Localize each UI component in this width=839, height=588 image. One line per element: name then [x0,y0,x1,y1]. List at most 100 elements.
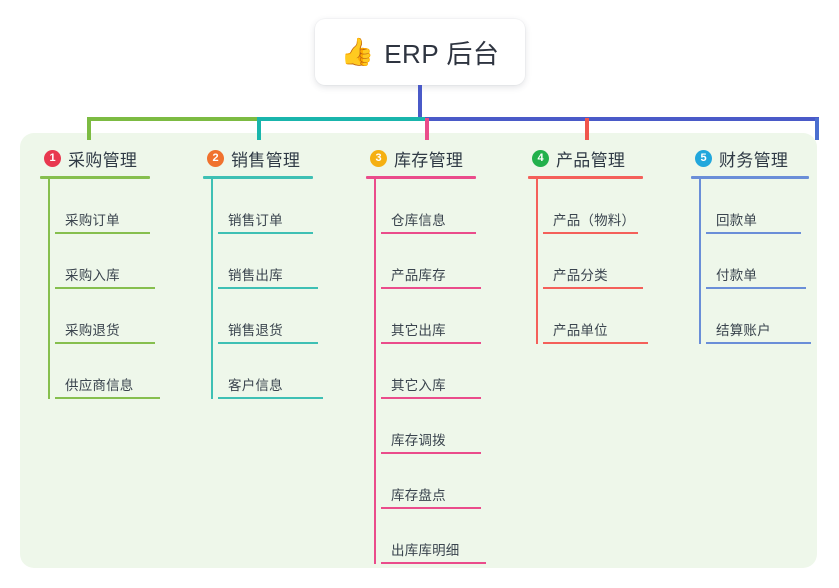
branch-items-3: 仓库信息产品库存其它出库其它入库库存调拨库存盘点出库库明细 [366,179,531,564]
leaf-node[interactable]: 出库库明细 [381,509,531,564]
leaf-underline [55,232,150,234]
branch-stub-3 [425,118,429,140]
leaf-label: 库存调拨 [391,433,446,448]
branch-number-badge: 1 [44,149,61,167]
branch-spine [374,179,376,564]
branch-column-1: 1 采购管理采购订单采购入库采购退货供应商信息 [40,146,205,399]
leaf-underline [706,287,806,289]
diagram-background-panel [20,133,817,568]
leaf-underline [218,397,323,399]
leaf-label: 其它出库 [391,323,446,338]
branch-number-badge: 3 [370,149,387,167]
leaf-node[interactable]: 供应商信息 [55,344,205,399]
branch-stub-4 [585,118,589,140]
branch-spine [211,179,213,399]
branch-number-badge: 4 [532,149,549,167]
leaf-underline [218,287,318,289]
leaf-underline [55,342,155,344]
leaf-node[interactable]: 回款单 [706,179,839,234]
leaf-underline [381,452,481,454]
leaf-label: 销售订单 [228,213,283,228]
thumbs-up-icon: 👍 [340,36,375,67]
leaf-underline [381,507,481,509]
branch-column-3: 3 库存管理仓库信息产品库存其它出库其它入库库存调拨库存盘点出库库明细 [366,146,531,564]
branch-bar-segment-green [87,117,259,121]
branch-header-3[interactable]: 3 库存管理 [366,146,531,170]
leaf-node[interactable]: 仓库信息 [381,179,531,234]
branch-items-5: 回款单付款单结算账户 [691,179,839,344]
leaf-label: 销售出库 [228,268,283,283]
leaf-node[interactable]: 产品库存 [381,234,531,289]
root-node-title: ERP 后台 [384,38,500,69]
leaf-underline [543,287,643,289]
leaf-node[interactable]: 库存调拨 [381,399,531,454]
branch-header-underline [528,176,643,179]
leaf-label: 采购入库 [65,268,120,283]
leaf-node[interactable]: 产品分类 [543,234,693,289]
leaf-underline [218,232,313,234]
branch-spine [536,179,538,344]
branch-bar-segment-blue [425,117,819,121]
leaf-node[interactable]: 结算账户 [706,289,839,344]
leaf-label: 产品单位 [553,323,608,338]
branch-header-2[interactable]: 2 销售管理 [203,146,368,170]
branch-column-2: 2 销售管理销售订单销售出库销售退货客户信息 [203,146,368,399]
branch-header-underline [366,176,476,179]
branch-title: 采购管理 [68,150,138,170]
branch-bar-segment-teal [257,117,427,121]
leaf-node[interactable]: 销售订单 [218,179,368,234]
leaf-label: 回款单 [716,213,758,228]
leaf-label: 产品分类 [553,268,608,283]
branch-spine [699,179,701,344]
leaf-node[interactable]: 其它入库 [381,344,531,399]
leaf-underline [55,397,160,399]
leaf-label: 其它入库 [391,378,446,393]
leaf-node[interactable]: 销售退货 [218,289,368,344]
branch-header-5[interactable]: 5 财务管理 [691,146,839,170]
branch-title: 销售管理 [231,150,301,170]
branch-header-1[interactable]: 1 采购管理 [40,146,205,170]
leaf-node[interactable]: 其它出库 [381,289,531,344]
branch-items-1: 采购订单采购入库采购退货供应商信息 [40,179,205,399]
leaf-node[interactable]: 库存盘点 [381,454,531,509]
leaf-node[interactable]: 产品单位 [543,289,693,344]
leaf-underline [543,232,638,234]
root-node-card[interactable]: 👍 ERP 后台 [315,19,525,85]
leaf-label: 付款单 [716,268,758,283]
branch-items-2: 销售订单销售出库销售退货客户信息 [203,179,368,399]
branch-stub-2 [257,118,261,140]
branch-title: 财务管理 [719,150,789,170]
branch-spine [48,179,50,399]
leaf-underline [381,397,481,399]
leaf-underline [381,562,486,564]
leaf-node[interactable]: 付款单 [706,234,839,289]
leaf-label: 采购退货 [65,323,120,338]
leaf-label: 产品（物料） [553,213,636,228]
leaf-node[interactable]: 客户信息 [218,344,368,399]
branch-column-5: 5 财务管理回款单付款单结算账户 [691,146,839,344]
branch-stub-1 [87,118,91,140]
leaf-underline [381,342,481,344]
branch-number-badge: 5 [695,149,712,167]
leaf-node[interactable]: 销售出库 [218,234,368,289]
leaf-underline [381,232,476,234]
leaf-underline [706,342,811,344]
branch-header-underline [203,176,313,179]
leaf-node[interactable]: 采购入库 [55,234,205,289]
leaf-label: 采购订单 [65,213,120,228]
branch-header-4[interactable]: 4 产品管理 [528,146,693,170]
branch-items-4: 产品（物料） 产品分类产品单位 [528,179,693,344]
leaf-label: 销售退货 [228,323,283,338]
branch-title: 产品管理 [556,150,626,170]
leaf-underline [543,342,648,344]
leaf-node[interactable]: 采购退货 [55,289,205,344]
leaf-node[interactable]: 产品（物料） [543,179,693,234]
branch-number-badge: 2 [207,149,224,167]
root-trunk-connector [418,85,422,121]
leaf-label: 供应商信息 [65,378,134,393]
leaf-node[interactable]: 采购订单 [55,179,205,234]
branch-title: 库存管理 [394,150,464,170]
leaf-label: 仓库信息 [391,213,446,228]
branch-header-underline [691,176,809,179]
